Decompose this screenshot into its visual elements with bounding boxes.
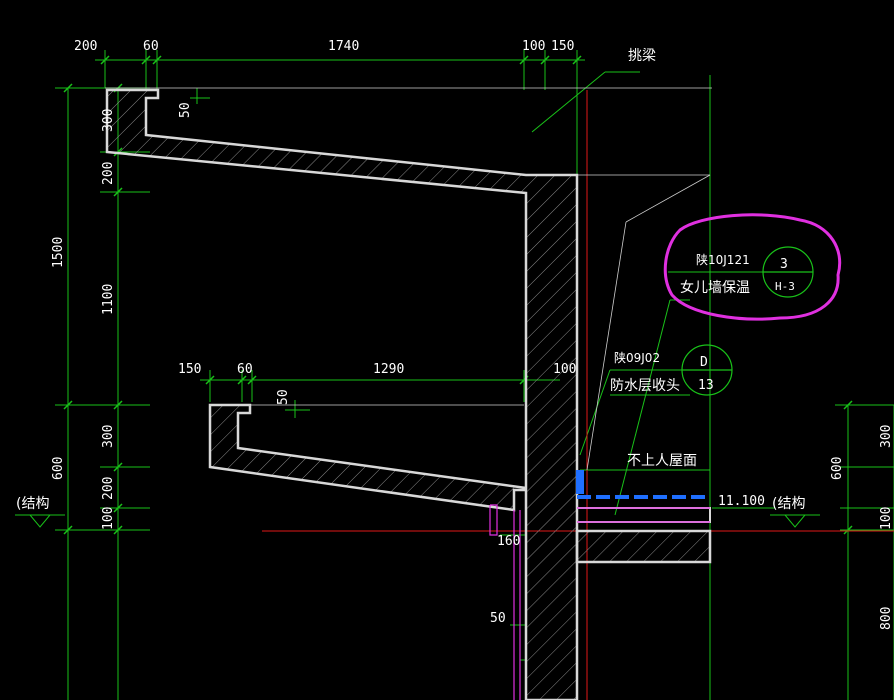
top-dim-label: 1740 bbox=[328, 39, 359, 54]
annotation-labels: 挑梁 陕10J121 女儿墙保温 3 H-3 陕09J02 防水层收头 D 13… bbox=[16, 48, 805, 512]
mid-drop-label: 50 bbox=[276, 389, 291, 405]
reference-lines bbox=[105, 87, 712, 471]
left-dim-label: 600 bbox=[51, 457, 66, 480]
waterproof-layer bbox=[576, 470, 710, 499]
ref1-text: 女儿墙保温 bbox=[680, 279, 750, 296]
detail-circles bbox=[681, 246, 814, 396]
right-dim-label: 100 bbox=[879, 507, 894, 530]
top-dim-label: 200 bbox=[74, 39, 97, 54]
gap-160-label: 160 bbox=[497, 534, 520, 549]
insulation-lines bbox=[489, 504, 710, 700]
mid-dim-label: 60 bbox=[237, 362, 253, 377]
right-dim-label: 600 bbox=[830, 457, 845, 480]
dimension-labels: 200 60 1740 100 150 150 60 1290 100 50 5… bbox=[51, 39, 894, 630]
left-dim-label: 200 bbox=[101, 477, 116, 500]
ref1-circle-bottom: H-3 bbox=[775, 280, 795, 293]
left-dim-label: 100 bbox=[101, 507, 116, 530]
dimension-ticks bbox=[63, 55, 853, 535]
left-dim-label: 1500 bbox=[51, 237, 66, 268]
concrete-sections bbox=[105, 88, 712, 700]
ref2-code: 陕09J02 bbox=[614, 350, 660, 365]
ref1-circle-top: 3 bbox=[780, 257, 788, 272]
ref1-code: 陕10J121 bbox=[696, 252, 750, 267]
left-dim-label: 300 bbox=[101, 109, 116, 132]
struct-label-left: (结构 bbox=[16, 496, 49, 512]
elevation-label: 11.100 bbox=[718, 494, 765, 509]
mid-dim-label: 1290 bbox=[373, 362, 404, 377]
ref2-text: 防水层收头 bbox=[610, 378, 680, 394]
top-dim-label: 100 bbox=[522, 39, 545, 54]
left-dim-label: 1100 bbox=[101, 284, 116, 315]
right-dim-label: 300 bbox=[879, 425, 894, 448]
struct-markers bbox=[29, 514, 806, 528]
top-dim-label: 150 bbox=[551, 39, 574, 54]
mid-dim-label: 150 bbox=[178, 362, 201, 377]
roof-label: 不上人屋面 bbox=[627, 453, 697, 469]
ref2-circle-bottom: 13 bbox=[698, 378, 714, 393]
right-dim-label: 800 bbox=[879, 607, 894, 630]
eave-label: 挑梁 bbox=[628, 48, 656, 64]
revision-cloud bbox=[663, 213, 842, 321]
mid-dim-label: 100 bbox=[553, 362, 576, 377]
lower-gap-label: 50 bbox=[490, 611, 506, 626]
struct-label-right: (结构 bbox=[772, 496, 805, 512]
left-dim-label: 200 bbox=[101, 162, 116, 185]
top-drop-label: 50 bbox=[178, 102, 193, 118]
top-dim-label: 60 bbox=[143, 39, 159, 54]
left-dim-label: 300 bbox=[101, 425, 116, 448]
ref2-circle-top: D bbox=[700, 355, 708, 370]
